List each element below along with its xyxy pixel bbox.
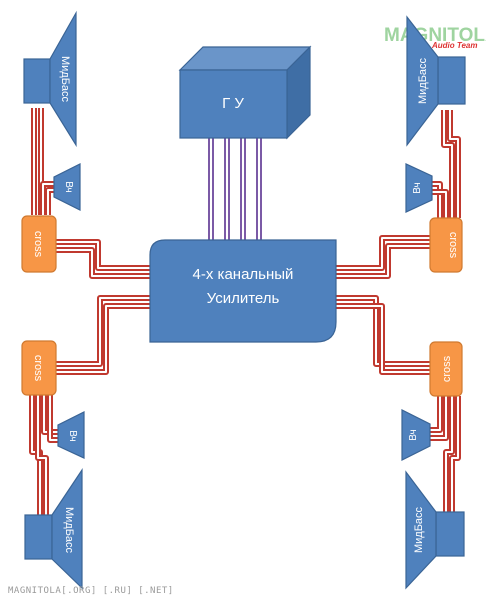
crossover-right-bottom: cross: [429, 341, 463, 397]
tweeter-label: Вч: [408, 429, 419, 441]
tweeter-left-bottom: Вч: [57, 411, 85, 459]
tweeter-label: Вч: [67, 430, 78, 442]
midbass-speaker-right-bottom: МидБасс: [405, 470, 465, 590]
crossover-left-bottom: cross: [21, 340, 57, 396]
logo-subtitle: Audio Team: [431, 41, 477, 50]
tweeter-label: Вч: [63, 181, 74, 193]
midbass-label: МидБасс: [63, 507, 75, 554]
magnitola-logo: MAGNITOLA Audio Team: [384, 25, 486, 50]
midbass-speaker-left-bottom: МидБасс: [24, 468, 83, 590]
midbass-label: МидБасс: [413, 506, 425, 553]
midbass-label: МидБасс: [417, 57, 429, 104]
tweeter-left-top: Вч: [53, 163, 81, 211]
crossover-label: cross: [32, 231, 44, 258]
speaker-wires: [29, 108, 461, 520]
crossover-label: cross: [447, 232, 459, 259]
tweeter-right-top: Вч: [405, 163, 433, 213]
midbass-speaker-left-top: МидБасс: [23, 10, 77, 148]
crossover-label: cross: [441, 355, 453, 382]
tweeter-right-bottom: Вч: [401, 409, 431, 461]
crossover-right-top: cross: [429, 217, 463, 273]
watermark-text: MAGNITOLA[.ORG] [.RU] [.NET]: [8, 586, 174, 596]
head-unit-label: Г У: [222, 95, 244, 112]
amplifier: 4-х канальный Усилитель: [149, 239, 337, 343]
midbass-label: МидБасс: [59, 56, 71, 103]
amplifier-label-line1: 4-х канальный: [193, 266, 294, 283]
tweeter-label: Вч: [412, 182, 423, 194]
crossover-label: cross: [32, 355, 44, 382]
head-unit: Г У: [178, 45, 312, 140]
amplifier-label-line2: Усилитель: [207, 290, 280, 307]
head-unit-bus: [208, 138, 262, 240]
midbass-speaker-right-top: МидБасс: [406, 15, 466, 147]
crossover-left-top: cross: [21, 215, 57, 273]
